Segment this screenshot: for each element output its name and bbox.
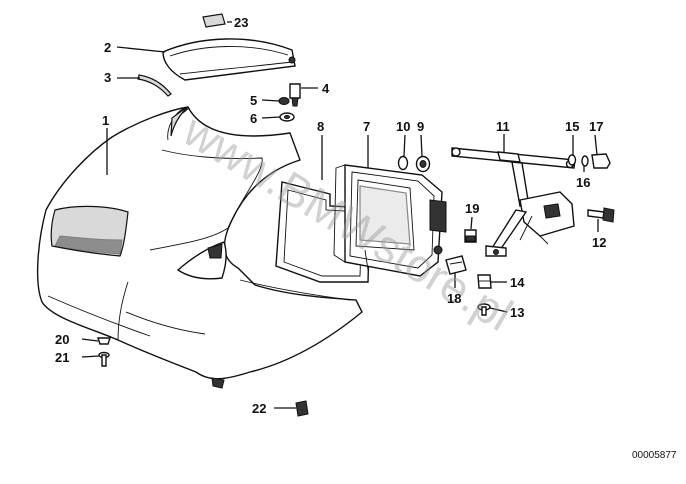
callout-11: 11 (496, 119, 510, 134)
callout-12: 12 (592, 235, 606, 250)
callout-3: 3 (104, 70, 111, 85)
part-19-clip (464, 229, 477, 243)
part-2-cover (162, 38, 296, 81)
part-9-bush (415, 155, 431, 173)
part-5-nut (278, 97, 290, 105)
part-23-sticker (202, 13, 226, 28)
callout-16: 16 (576, 175, 590, 190)
part-3-trim-strip (137, 74, 172, 97)
callout-15: 15 (565, 119, 579, 134)
callout-19: 19 (465, 201, 479, 216)
callout-14: 14 (510, 275, 525, 290)
callout-4: 4 (322, 81, 330, 96)
part-18-bracket (445, 255, 467, 275)
callout-6: 6 (250, 111, 257, 126)
part-1-fairing (36, 106, 363, 389)
callout-10: 10 (396, 119, 410, 134)
part-13-screw (477, 303, 491, 316)
leader-lines (81, 21, 599, 409)
reference-code: 00005877 (632, 450, 677, 461)
callout-18: 18 (447, 291, 461, 306)
callout-22: 22 (252, 401, 266, 416)
callout-21: 21 (55, 350, 69, 365)
part-7-headlight (333, 164, 447, 277)
callout-5: 5 (250, 93, 257, 108)
callout-2: 2 (104, 40, 111, 55)
part-17-nut (591, 153, 611, 169)
part-20-nut (97, 337, 111, 345)
part-15-washer (567, 154, 577, 166)
part-22-grommet (295, 400, 309, 417)
part-10-washer (397, 155, 409, 171)
callout-1: 1 (102, 113, 109, 128)
callout-13: 13 (510, 305, 524, 320)
part-16-washer (581, 155, 589, 167)
callout-numbers: 23 2 3 4 5 6 1 8 7 10 9 11 15 17 16 19 1… (55, 15, 606, 416)
callout-9: 9 (417, 119, 424, 134)
part-21-screw (98, 351, 110, 367)
callout-20: 20 (55, 332, 69, 347)
part-4-screw (289, 83, 301, 107)
part-14-rubber (477, 274, 492, 289)
callout-17: 17 (589, 119, 603, 134)
part-12-screw (587, 207, 615, 223)
part-11-bracket (451, 147, 576, 257)
callout-23: 23 (234, 15, 248, 30)
callout-8: 8 (317, 119, 324, 134)
callout-7: 7 (363, 119, 370, 134)
part-6-washer (279, 112, 295, 122)
